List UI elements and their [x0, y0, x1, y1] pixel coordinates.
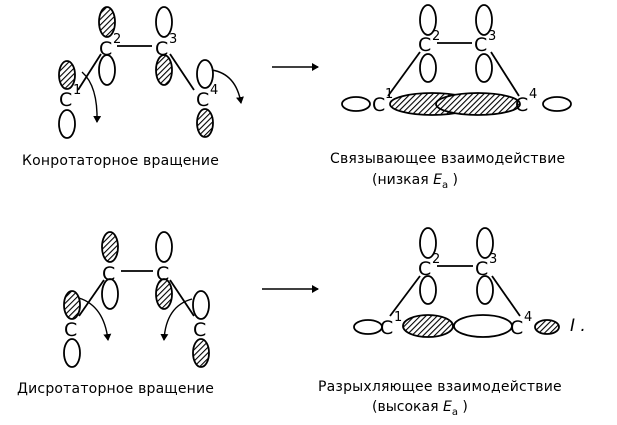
bond-c1-c2-bonding: [387, 51, 421, 97]
c1-upper-lobe: [58, 60, 76, 90]
caption-antibonding-ea: (высокая Ea ): [372, 399, 468, 418]
rotation-arrow-c4-dis: [160, 298, 193, 341]
atom-c1-bonding-index: 1: [385, 87, 393, 102]
c3-upper-lobe-anti: [476, 227, 494, 259]
atom-c3-bonding: C: [474, 34, 487, 56]
rotation-arrow-c1-dis: [78, 297, 112, 341]
c1-outer-lobe: [341, 96, 371, 112]
atom-c4: C: [196, 89, 209, 111]
c2-upper-lobe-bonding: [419, 4, 437, 36]
c1-sigma-lobe-anti: [402, 314, 454, 338]
atom-c1-index: 1: [73, 83, 81, 98]
c4-outer-lobe: [542, 96, 572, 112]
c4-upper-lobe-dis: [192, 290, 210, 320]
atom-c4-index: 4: [210, 83, 218, 98]
antibonding-ea-prefix: (высокая: [372, 399, 439, 415]
atom-c3-bonding-index: 3: [488, 29, 496, 44]
atom-c4-dis: C: [193, 319, 206, 341]
atom-c2-dis: C: [102, 263, 115, 285]
atom-c3-anti-index: 3: [489, 252, 497, 267]
atom-c1-bonding: C: [372, 94, 385, 116]
caption-bonding-ea: (низкая Ea ): [372, 172, 458, 191]
antibonding-ea-symbol: E: [442, 399, 452, 415]
c1-upper-lobe-dis: [63, 290, 81, 320]
conrotatory-structure: C 2 C 3 C 1 C 4: [58, 6, 244, 139]
c1-outer-lobe-anti: [353, 319, 383, 335]
c2-upper-lobe: [98, 6, 116, 38]
atom-c3-dis: C: [156, 263, 169, 285]
caption-bonding: Связывающее взаимодействие: [330, 151, 566, 167]
atom-c1: C: [59, 89, 72, 111]
rotation-arrow-c1: [81, 71, 102, 123]
c2-lower-lobe-dis: [101, 278, 119, 310]
atom-c1-anti-index: 1: [394, 310, 402, 325]
c3-lower-lobe: [155, 54, 173, 86]
atom-c2-bonding-index: 2: [432, 29, 440, 44]
c1-lower-lobe-dis: [63, 338, 81, 368]
bonding-ea-prefix: (низкая: [372, 172, 429, 188]
c1-lower-lobe: [58, 109, 76, 139]
antibonding-structure: C 1 C 4 C 2 C 3 I .: [353, 227, 586, 339]
c2-upper-lobe-dis: [101, 231, 119, 263]
bond-c1-c2: [77, 53, 102, 91]
atom-c3-anti: C: [475, 258, 488, 280]
disrotatory-structure: C C C C: [63, 231, 210, 368]
c3-upper-lobe-bonding: [475, 4, 493, 36]
bond-c3-c4: [169, 53, 195, 91]
c4-lower-lobe-dis: [192, 338, 210, 368]
caption-disrotatory: Дисротаторное вращение: [17, 381, 215, 397]
atom-c4-anti-index: 4: [524, 310, 532, 325]
bond-c1-c2-dis: [78, 279, 105, 317]
c3-lower-lobe-dis: [155, 278, 173, 310]
c4-lower-lobe: [196, 108, 214, 138]
bonding-ea-close: ): [452, 172, 458, 188]
atom-c1-anti: C: [380, 317, 393, 339]
atom-c2: C: [99, 38, 112, 60]
c3-lower-lobe-bonding: [475, 53, 493, 83]
bonding-structure: C 1 C 4 C 2 C 3: [341, 4, 572, 116]
bond-c3-c4-bonding: [490, 51, 520, 97]
caption-antibonding: Разрыхляющее взаимодействие: [318, 379, 562, 395]
atom-c4-bonding: C: [515, 94, 528, 116]
c4-sigma-lobe-anti: [453, 314, 513, 338]
atom-c2-anti-index: 2: [432, 252, 440, 267]
c2-lower-lobe: [98, 54, 116, 86]
figure-annotation: I .: [570, 316, 586, 336]
c3-lower-lobe-anti: [476, 275, 494, 305]
atom-c2-index: 2: [113, 32, 121, 47]
antibonding-ea-sub: a: [451, 406, 458, 418]
c4-sigma-lobe: [435, 92, 521, 116]
bonding-ea-sub: a: [441, 179, 449, 191]
atom-c4-bonding-index: 4: [529, 87, 537, 102]
c3-upper-lobe: [155, 6, 173, 38]
c4-outer-lobe-anti: [534, 319, 560, 335]
bond-c3-c4-anti: [491, 275, 521, 317]
c3-upper-lobe-dis: [155, 231, 173, 263]
bonding-ea-symbol: E: [433, 172, 442, 188]
c4-upper-lobe: [196, 59, 214, 89]
c2-upper-lobe-anti: [419, 227, 437, 259]
c2-lower-lobe-anti: [419, 275, 437, 305]
caption-conrotatory: Конротаторное вращение: [22, 153, 220, 169]
c2-lower-lobe-bonding: [419, 53, 437, 83]
bond-c3-c4-dis: [169, 279, 195, 317]
atom-c2-anti: C: [418, 258, 431, 280]
rotation-arrow-c4: [211, 69, 244, 104]
antibonding-ea-close: ): [462, 399, 468, 415]
atom-c3-index: 3: [169, 32, 177, 47]
bond-c1-c2-anti: [389, 275, 421, 317]
atom-c3: C: [155, 38, 168, 60]
atom-c2-bonding: C: [418, 34, 431, 56]
atom-c1-dis: C: [64, 319, 77, 341]
atom-c4-anti: C: [510, 317, 523, 339]
